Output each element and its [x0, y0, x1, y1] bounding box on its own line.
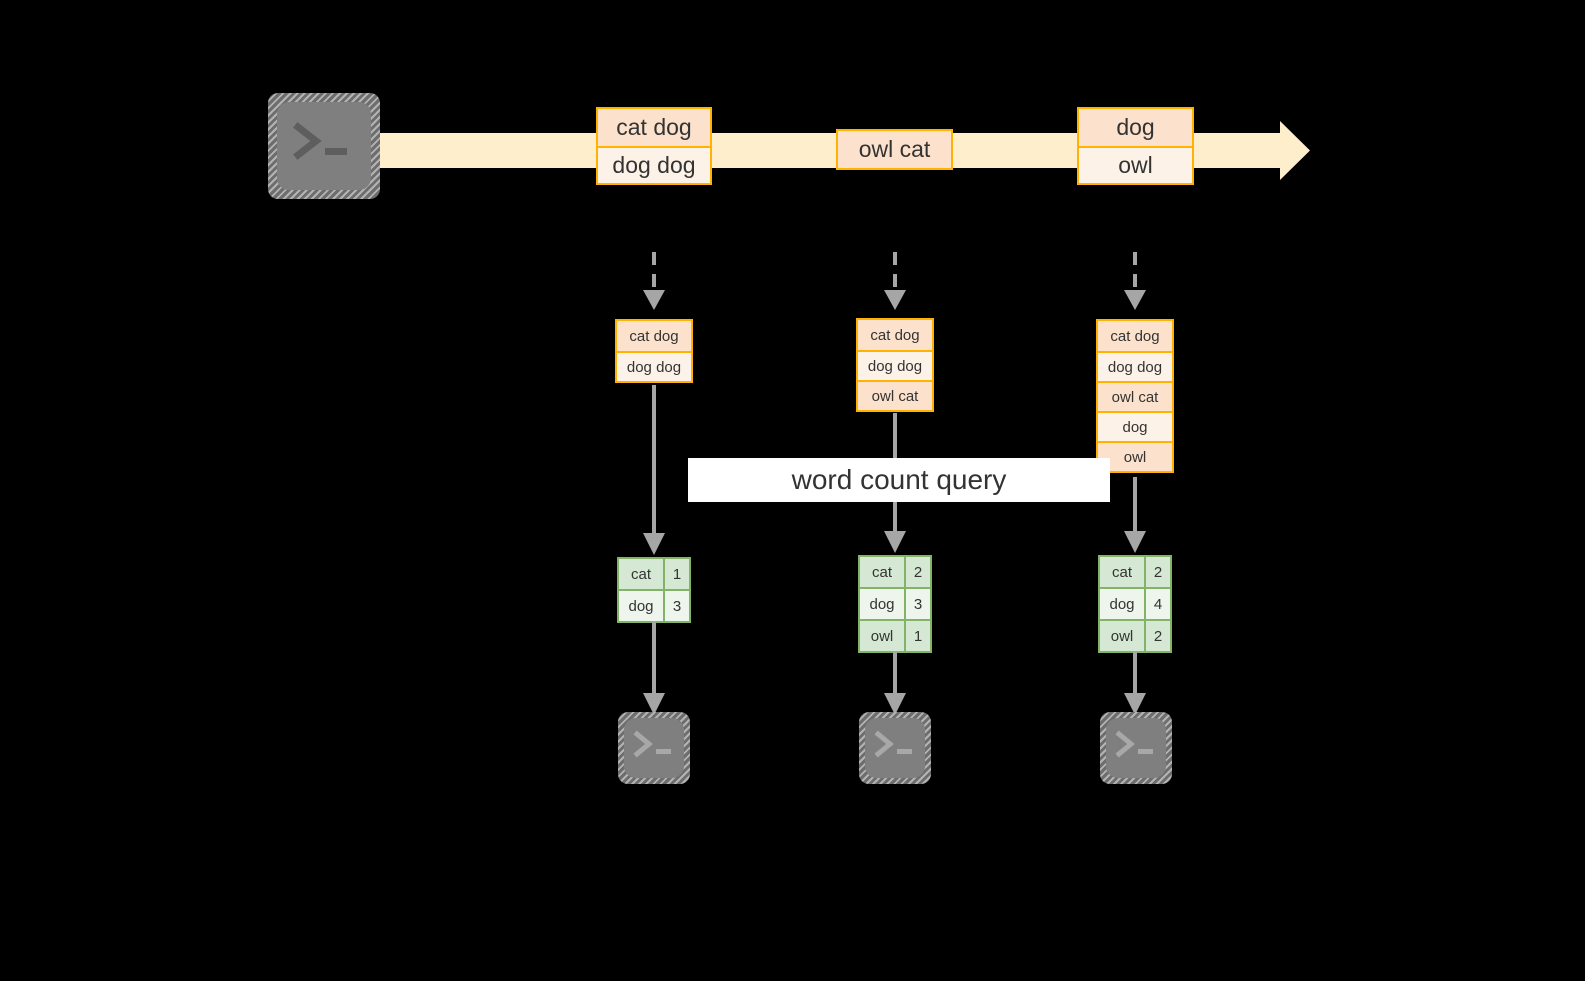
buffer-line: dog — [1098, 411, 1172, 441]
stream-message-line: owl cat — [838, 131, 951, 168]
stream-message-2[interactable]: owl cat — [836, 129, 953, 170]
result-count: 1 — [904, 621, 930, 651]
snapshot-1-sink-terminal-icon — [618, 712, 690, 784]
terminal-prompt-glyph-icon — [874, 730, 912, 758]
result-count: 1 — [663, 559, 689, 589]
snapshot-1-query-arrow-icon — [643, 385, 665, 555]
snapshot-2-inbound-dashed-arrow-icon — [884, 252, 906, 310]
snapshot-1-inbound-dashed-arrow-icon — [643, 252, 665, 310]
table-row: dog 3 — [860, 587, 930, 619]
table-row: cat 2 — [1100, 557, 1170, 587]
result-word: owl — [860, 621, 904, 651]
result-count: 2 — [1144, 621, 1170, 651]
query-label-band: word count query — [688, 458, 1110, 502]
snapshot-1-sink-arrow-icon — [643, 621, 665, 715]
snapshot-1-buffer[interactable]: cat dog dog dog — [615, 319, 693, 383]
snapshot-3-result-table[interactable]: cat 2 dog 4 owl 2 — [1098, 555, 1172, 653]
terminal-face — [624, 718, 684, 778]
snapshot-1-result-table[interactable]: cat 1 dog 3 — [617, 557, 691, 623]
snapshot-2-sink-arrow-icon — [884, 651, 906, 715]
result-count: 4 — [1144, 589, 1170, 619]
result-count: 3 — [904, 589, 930, 619]
query-label-text: word count query — [791, 464, 1007, 495]
result-word: owl — [1100, 621, 1144, 651]
snapshot-3-query-arrow-icon — [1124, 477, 1146, 553]
table-row: dog 3 — [619, 589, 689, 621]
buffer-line: owl cat — [1098, 381, 1172, 411]
stream-arrowhead-icon — [1240, 121, 1310, 180]
snapshot-3-sink-arrow-icon — [1124, 651, 1146, 715]
table-row: cat 2 — [860, 557, 930, 587]
result-count: 3 — [663, 591, 689, 621]
buffer-line: owl — [1098, 441, 1172, 471]
buffer-line: dog dog — [617, 351, 691, 381]
table-row: cat 1 — [619, 559, 689, 589]
snapshot-3-buffer[interactable]: cat dog dog dog owl cat dog owl — [1096, 319, 1174, 473]
result-count: 2 — [904, 557, 930, 587]
result-word: dog — [619, 591, 663, 621]
table-row: owl 2 — [1100, 619, 1170, 651]
result-word: cat — [619, 559, 663, 589]
result-word: dog — [860, 589, 904, 619]
source-terminal-icon — [268, 93, 380, 199]
result-word: cat — [1100, 557, 1144, 587]
snapshot-2-buffer[interactable]: cat dog dog dog owl cat — [856, 318, 934, 412]
terminal-prompt-glyph-icon — [633, 730, 671, 758]
terminal-prompt-glyph-icon — [1115, 730, 1153, 758]
stream-message-line: cat dog — [598, 109, 710, 146]
snapshot-3-sink-terminal-icon — [1100, 712, 1172, 784]
stream-message-3[interactable]: dog owl — [1077, 107, 1194, 185]
buffer-line: dog dog — [1098, 351, 1172, 381]
terminal-face — [277, 102, 371, 190]
terminal-face — [865, 718, 925, 778]
table-row: dog 4 — [1100, 587, 1170, 619]
buffer-line: cat dog — [1098, 321, 1172, 351]
snapshot-2-sink-terminal-icon — [859, 712, 931, 784]
snapshot-2-result-table[interactable]: cat 2 dog 3 owl 1 — [858, 555, 932, 653]
stream-message-1[interactable]: cat dog dog dog — [596, 107, 712, 185]
result-count: 2 — [1144, 557, 1170, 587]
buffer-line: dog dog — [858, 350, 932, 380]
buffer-line: owl cat — [858, 380, 932, 410]
result-word: cat — [860, 557, 904, 587]
stream-message-line: owl — [1079, 146, 1192, 183]
terminal-face — [1106, 718, 1166, 778]
buffer-line: cat dog — [617, 321, 691, 351]
buffer-line: cat dog — [858, 320, 932, 350]
result-word: dog — [1100, 589, 1144, 619]
snapshot-3-inbound-dashed-arrow-icon — [1124, 252, 1146, 310]
stream-message-line: dog — [1079, 109, 1192, 146]
terminal-prompt-glyph-icon — [293, 122, 347, 160]
stream-message-line: dog dog — [598, 146, 710, 183]
table-row: owl 1 — [860, 619, 930, 651]
